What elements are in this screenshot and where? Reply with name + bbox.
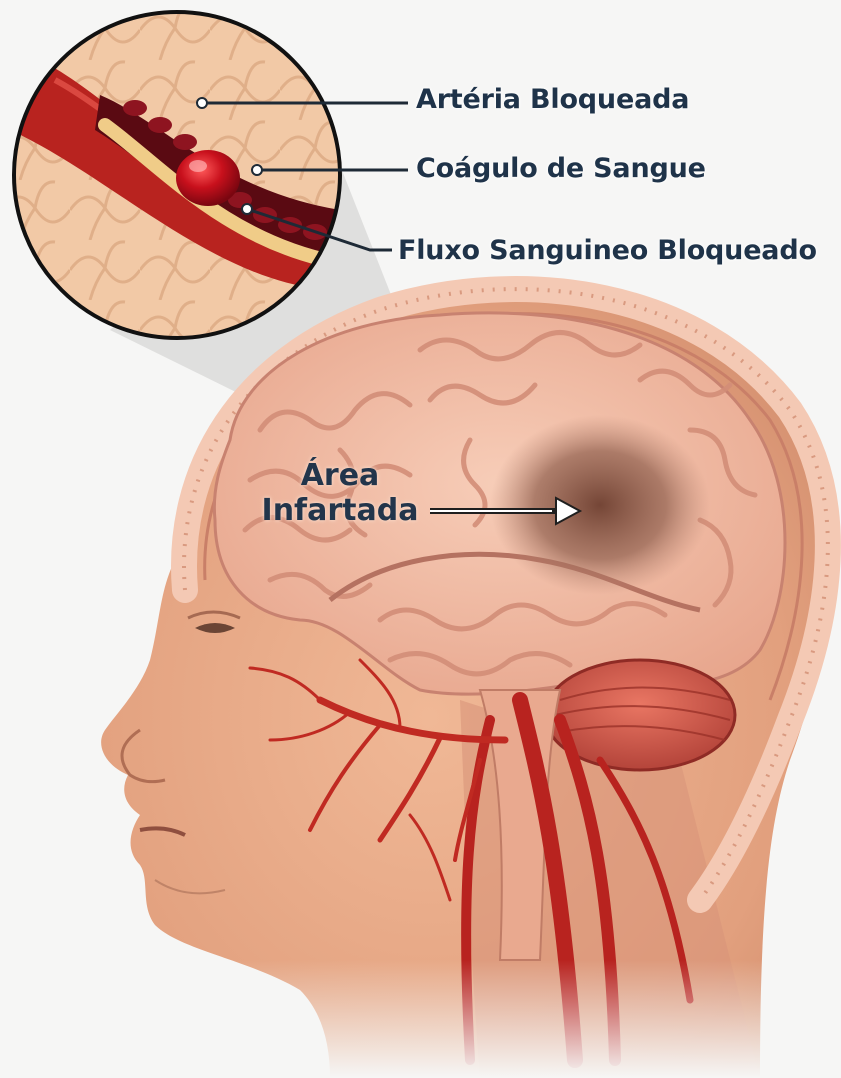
infarct-zone: [490, 415, 710, 595]
label-blocked-artery: Artéria Bloqueada: [416, 84, 689, 115]
label-infarct-area: Área Infartada: [255, 458, 425, 528]
label-blood-clot: Coágulo de Sangue: [416, 153, 706, 184]
clot: [176, 150, 240, 206]
infarct-line-1: Área: [255, 458, 425, 493]
label-blocked-flow: Fluxo Sanguineo Bloqueado: [398, 235, 817, 266]
infarct-line-2: Infartada: [255, 493, 425, 528]
